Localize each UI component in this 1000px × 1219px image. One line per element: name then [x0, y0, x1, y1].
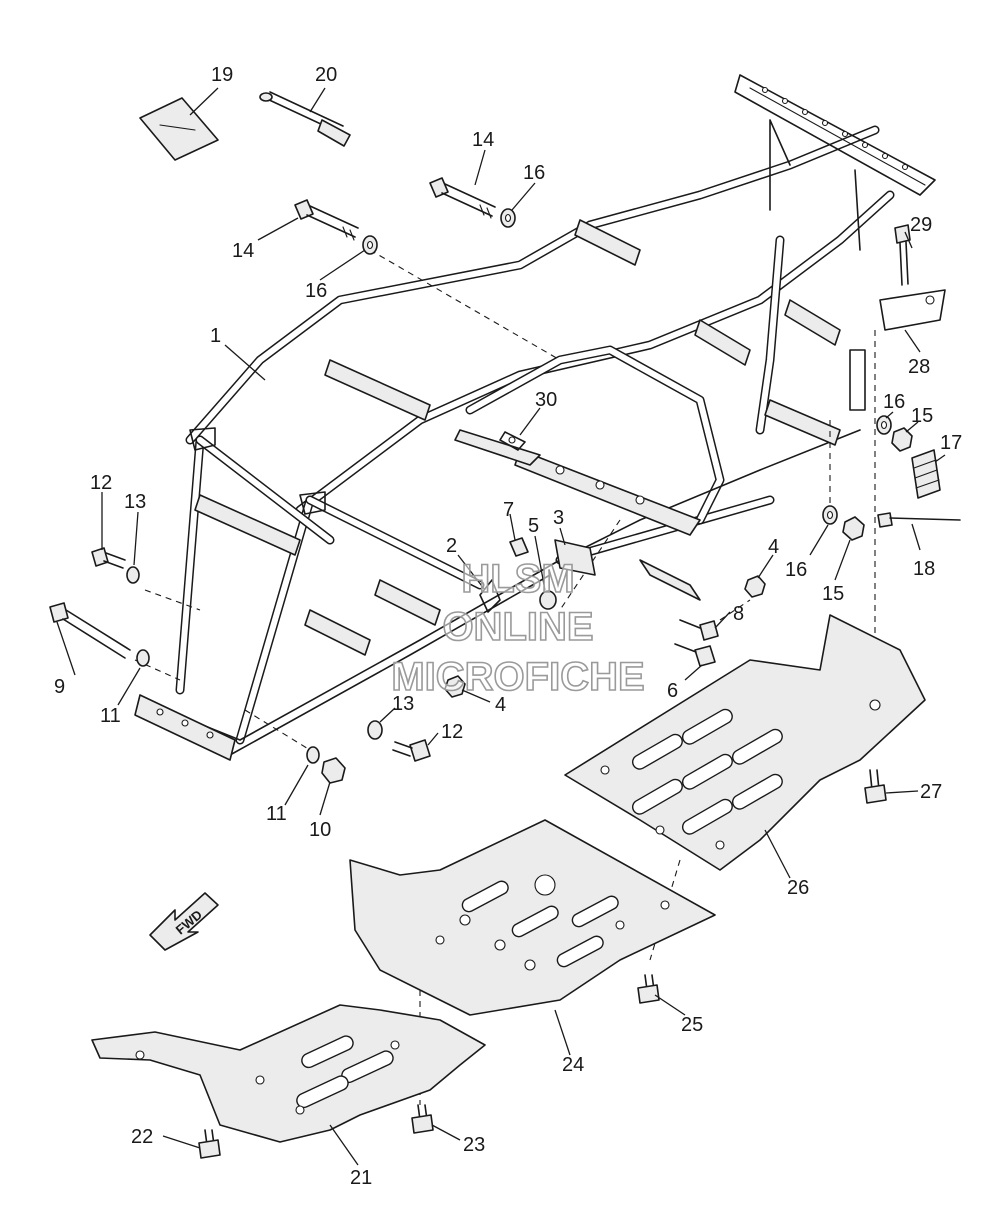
- callout-7: 7: [503, 499, 514, 521]
- part-3-mount[interactable]: [554, 539, 596, 576]
- callout-14-upper: 14: [472, 129, 494, 151]
- part-5-collar[interactable]: [539, 590, 557, 610]
- part-26-rear-skid-plate[interactable]: [564, 614, 926, 871]
- part-15-nut-b[interactable]: [842, 516, 865, 541]
- part-14-bolt-lower[interactable]: [294, 199, 359, 241]
- part-12-bolt-left[interactable]: [91, 547, 126, 569]
- callout-6: 6: [667, 680, 678, 702]
- callout-11-left: 11: [100, 705, 121, 727]
- rear-rack-holes: [761, 86, 909, 171]
- callout-19: 19: [211, 64, 233, 86]
- callout-8: 8: [733, 603, 744, 625]
- callout-2: 2: [446, 535, 457, 557]
- part-6-bolt[interactable]: [674, 643, 716, 667]
- part-13-washer-center[interactable]: [367, 720, 383, 740]
- watermark-line-2: ONLINE: [442, 605, 593, 649]
- part-25-bolt[interactable]: [637, 974, 660, 1004]
- part-23-bolt[interactable]: [411, 1104, 434, 1134]
- part-9-bolt[interactable]: [49, 602, 131, 659]
- part-21-front-skid-plate[interactable]: [91, 1004, 486, 1143]
- callout-15-upper: 15: [911, 405, 933, 427]
- watermark-line-1: HLSM: [461, 557, 574, 601]
- callout-27: 27: [920, 781, 942, 803]
- part-10-nut[interactable]: [321, 757, 346, 784]
- part-16-washer-a[interactable]: [500, 208, 516, 228]
- rear-skid-slots: [631, 708, 783, 835]
- callout-18: 18: [913, 558, 935, 580]
- callout-3: 3: [553, 507, 564, 529]
- part-11-washer-lower[interactable]: [306, 746, 320, 764]
- part-15-nut-a[interactable]: [891, 427, 913, 452]
- callout-23: 23: [463, 1134, 485, 1156]
- callout-9: 9: [54, 676, 65, 698]
- callout-10: 10: [309, 819, 331, 841]
- main-frame[interactable]: [134, 74, 946, 1105]
- callout-labels: 1 2 3 4 4 5 6 7 8 9 10 11 11 12 12 13 13…: [54, 64, 962, 1189]
- part-4-nut-right[interactable]: [744, 575, 766, 598]
- part-18-rod[interactable]: [877, 512, 961, 528]
- callout-29: 29: [910, 214, 932, 236]
- callout-15-lower: 15: [822, 583, 844, 605]
- part-11-washer-left[interactable]: [136, 649, 150, 667]
- part-4-nut-center[interactable]: [444, 675, 466, 698]
- callout-16-right: 16: [883, 391, 905, 413]
- callout-12-left: 12: [90, 472, 112, 494]
- part-16-washer-d[interactable]: [822, 505, 838, 525]
- callout-5: 5: [528, 515, 539, 537]
- part-16-washer-b[interactable]: [362, 235, 378, 255]
- callout-13-center: 13: [392, 693, 414, 715]
- callout-21: 21: [350, 1167, 372, 1189]
- callout-16-left: 16: [305, 280, 327, 302]
- callout-4-right: 4: [768, 536, 779, 558]
- part-20-pin[interactable]: [259, 91, 351, 147]
- part-19-pad[interactable]: [139, 97, 219, 161]
- callout-12-center: 12: [441, 721, 463, 743]
- callout-22: 22: [131, 1126, 153, 1148]
- watermark: HLSM ONLINE MICROFICHE: [391, 556, 646, 700]
- watermark-line-3: MICROFICHE: [391, 655, 644, 699]
- callout-16-upper: 16: [523, 162, 545, 184]
- part-8-bolt[interactable]: [679, 619, 719, 641]
- part-7-bolt[interactable]: [509, 537, 529, 557]
- part-24-center-skid-plate[interactable]: [349, 819, 716, 1016]
- part-12-bolt-center[interactable]: [392, 739, 431, 762]
- part-22-bolt[interactable]: [198, 1129, 221, 1159]
- callout-4-center: 4: [495, 694, 506, 716]
- part-16-washer-c[interactable]: [876, 415, 892, 435]
- part-2-bracket[interactable]: [479, 579, 501, 613]
- part-29-bolt[interactable]: [894, 224, 911, 286]
- callout-11-lower: 11: [266, 803, 287, 825]
- part-17-damper[interactable]: [911, 449, 941, 499]
- part-27-bolt[interactable]: [864, 769, 887, 804]
- callout-13-left: 13: [124, 491, 146, 513]
- callout-16-lower: 16: [785, 559, 807, 581]
- callout-1: 1: [210, 325, 221, 347]
- callout-26: 26: [787, 877, 809, 899]
- callout-25: 25: [681, 1014, 703, 1036]
- callout-24: 24: [562, 1054, 584, 1076]
- leader-lines: [56, 87, 946, 1166]
- forward-direction-arrow: FWD: [149, 892, 219, 951]
- center-skid-slots: [461, 880, 619, 968]
- front-skid-slots: [296, 1035, 394, 1109]
- part-13-washer-left[interactable]: [126, 566, 140, 584]
- callout-28: 28: [908, 356, 930, 378]
- callout-17: 17: [940, 432, 962, 454]
- callout-14-lower: 14: [232, 240, 254, 262]
- callout-20: 20: [315, 64, 337, 86]
- callout-30: 30: [535, 389, 557, 411]
- part-30-clip[interactable]: [499, 431, 526, 451]
- part-14-bolt-upper[interactable]: [429, 177, 496, 219]
